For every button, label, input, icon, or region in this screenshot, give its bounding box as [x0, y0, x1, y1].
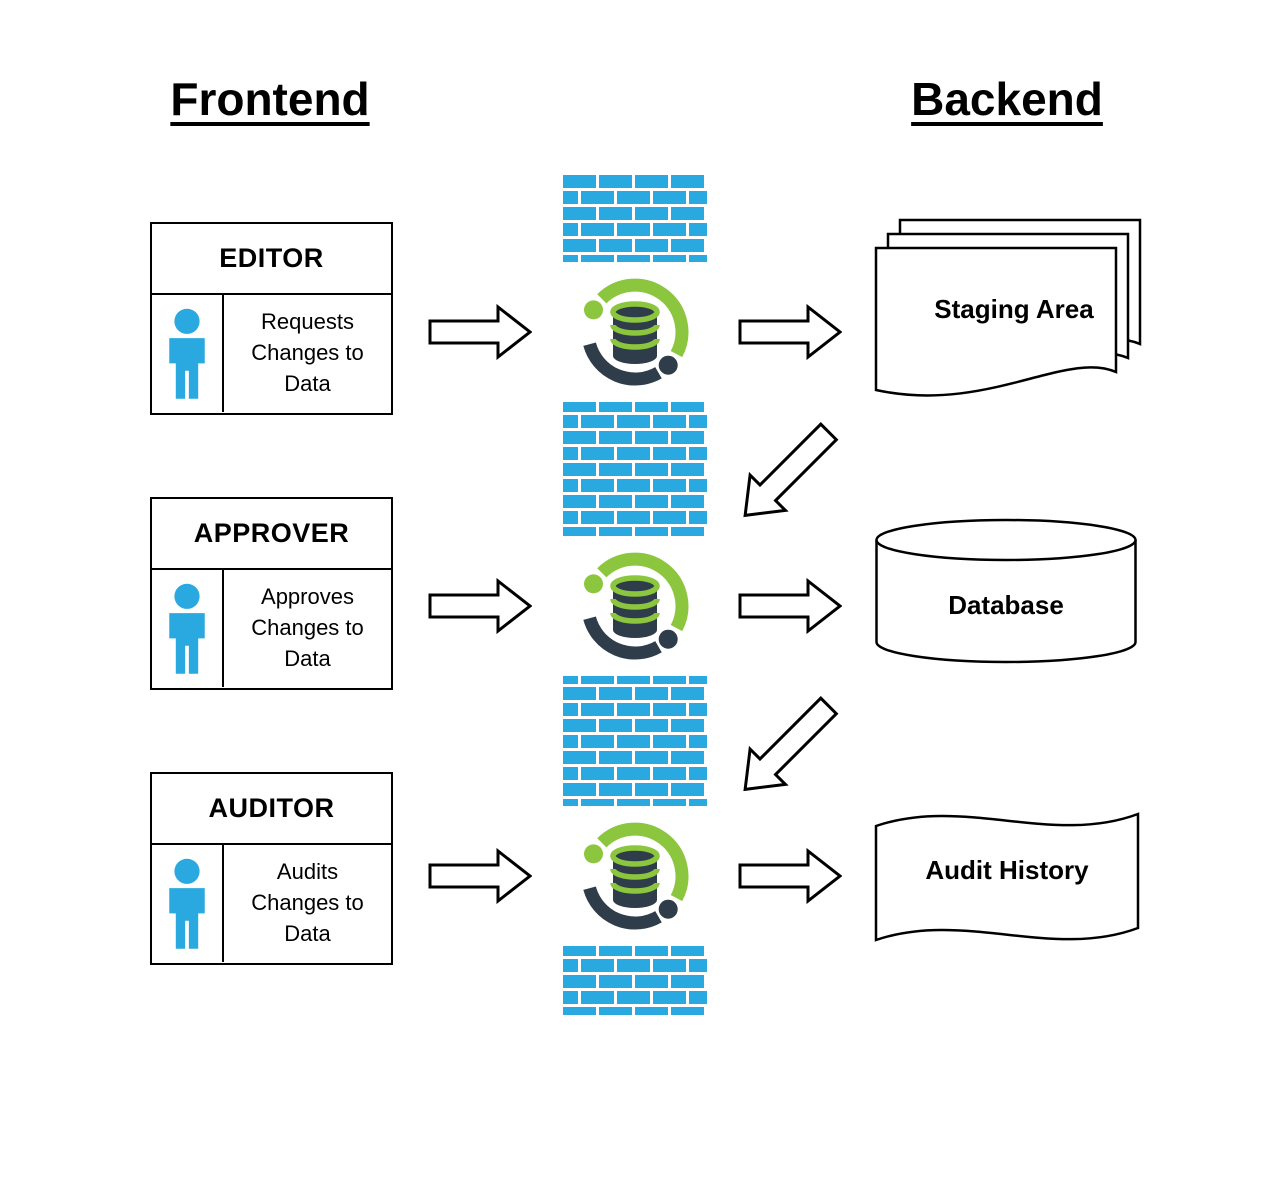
actor-card-body: Audits Changes to Data	[152, 845, 391, 962]
arrow-api-to-staging	[738, 305, 842, 359]
database-label: Database	[948, 589, 1064, 620]
stacked-documents-icon	[874, 218, 1142, 397]
arrow-staging-to-approver-api	[723, 411, 850, 538]
actor-role-label: EDITOR	[152, 224, 391, 295]
actor-description: Requests Changes to Data	[251, 309, 364, 396]
person-cell	[152, 845, 224, 962]
arrow-approver-to-api	[428, 579, 532, 633]
cylinder-icon	[875, 518, 1137, 664]
person-icon	[169, 583, 205, 674]
arrow-database-to-auditor-api	[723, 685, 850, 812]
database-shape: Database	[875, 518, 1137, 666]
person-icon	[169, 858, 205, 949]
audit-history-label: Audit History	[925, 854, 1089, 885]
actor-role-label: AUDITOR	[152, 774, 391, 845]
arrow-api-to-audit	[738, 849, 842, 903]
frontend-title: Frontend	[170, 73, 370, 125]
arrow-api-to-database	[738, 579, 842, 633]
person-cell	[152, 570, 224, 687]
staging-area-label: Staging Area	[934, 293, 1094, 324]
database-sync-icon-auditor	[563, 806, 707, 946]
actor-card-body: Requests Changes to Data	[152, 295, 391, 412]
actor-card-editor: EDITOR Requests Changes to Data	[150, 222, 393, 415]
person-cell	[152, 295, 224, 412]
staging-area-shape: Staging Area	[874, 214, 1142, 406]
actor-description: Audits Changes to Data	[251, 859, 364, 946]
wavy-document-icon	[874, 812, 1140, 942]
person-icon	[169, 308, 205, 399]
actor-card-approver: APPROVER Approves Changes to Data	[150, 497, 393, 690]
arrow-auditor-to-api	[428, 849, 532, 903]
audit-history-shape: Audit History	[874, 794, 1140, 946]
actor-role-label: APPROVER	[152, 499, 391, 570]
database-sync-icon-editor	[563, 262, 707, 402]
backend-title: Backend	[911, 73, 1103, 125]
actor-description: Approves Changes to Data	[251, 584, 364, 671]
database-sync-icon-approver	[563, 536, 707, 676]
actor-card-auditor: AUDITOR Audits Changes to Data	[150, 772, 393, 965]
arrow-editor-to-api	[428, 305, 532, 359]
actor-card-body: Approves Changes to Data	[152, 570, 391, 687]
